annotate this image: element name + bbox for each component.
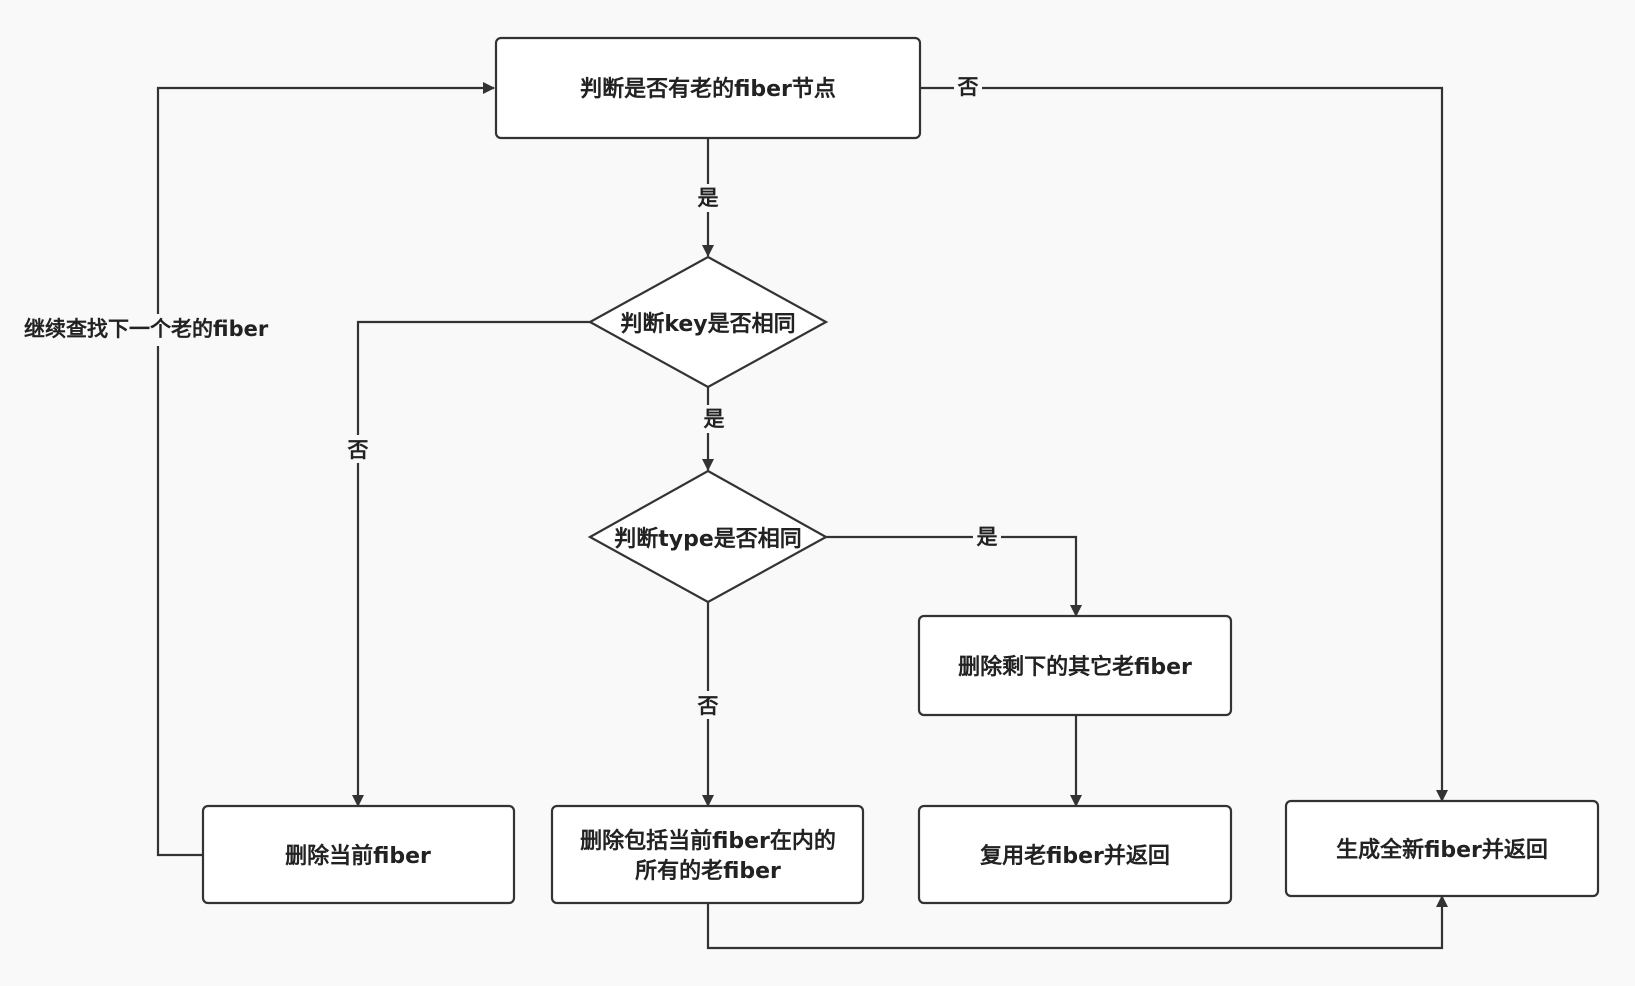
node-check-old-fiber-label: 判断是否有老的fiber节点 [580, 76, 836, 102]
node-reuse-old-label: 复用老fiber并返回 [979, 843, 1170, 869]
svg-text:是: 是 [704, 407, 725, 431]
svg-text:否: 否 [958, 75, 979, 99]
node-delete-remaining: 删除剩下的其它老fiber [917, 614, 1233, 717]
edge-label-continue-search: 继续查找下一个老的fiber [22, 314, 298, 346]
edge-type-to-delete-remaining [824, 535, 1082, 617]
node-delete-all-label-line2: 所有的老fiber [635, 858, 781, 884]
svg-text:是: 是 [977, 525, 998, 549]
svg-text:否: 否 [698, 694, 719, 718]
edge-label-type-yes: 是 [973, 523, 1001, 551]
edge-old-fiber-to-create-new [920, 86, 1448, 802]
node-delete-all: 删除包括当前fiber在内的 所有的老fiber [550, 804, 865, 905]
edge-label-old-fiber-yes: 是 [694, 184, 722, 212]
node-check-key: 判断key是否相同 [587, 255, 829, 389]
edge-label-type-no: 否 [694, 691, 722, 719]
svg-text:否: 否 [348, 438, 369, 462]
svg-text:继续查找下一个老的fiber: 继续查找下一个老的fiber [24, 317, 269, 341]
edge-label-key-no: 否 [344, 435, 372, 463]
node-delete-current-label: 删除当前fiber [285, 843, 431, 869]
node-check-type: 判断type是否相同 [587, 469, 829, 604]
node-reuse-old: 复用老fiber并返回 [917, 804, 1233, 905]
edge-delete-all-to-create-new [706, 895, 1448, 950]
svg-text:是: 是 [698, 186, 719, 210]
node-check-key-label: 判断key是否相同 [620, 311, 795, 337]
edge-key-to-delete-current [352, 320, 592, 807]
node-delete-all-label-line1: 删除包括当前fiber在内的 [580, 828, 836, 854]
node-check-old-fiber: 判断是否有老的fiber节点 [494, 36, 922, 140]
edge-delete-current-loop-back [156, 82, 495, 857]
node-delete-remaining-label: 删除剩下的其它老fiber [958, 654, 1192, 680]
node-check-type-label: 判断type是否相同 [614, 526, 802, 552]
edge-label-old-fiber-no: 否 [954, 73, 982, 101]
node-delete-current: 删除当前fiber [201, 804, 516, 905]
edge-label-key-yes: 是 [700, 405, 728, 433]
node-create-new-label: 生成全新fiber并返回 [1336, 837, 1548, 863]
node-create-new: 生成全新fiber并返回 [1284, 799, 1600, 898]
